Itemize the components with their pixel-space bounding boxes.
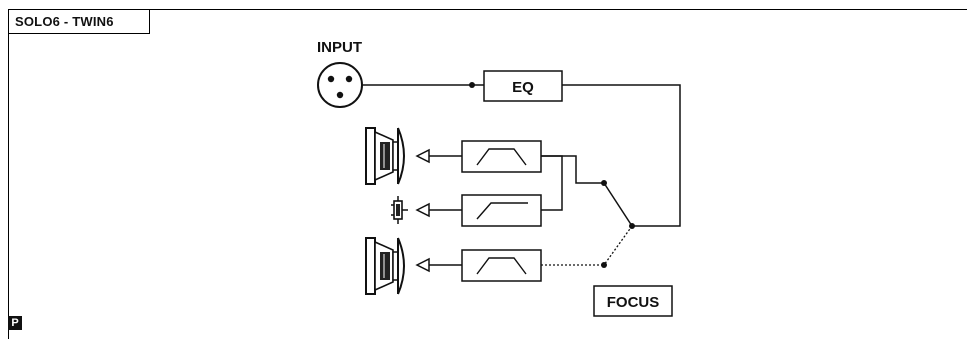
diagram-frame bbox=[8, 9, 967, 339]
switch-blade bbox=[603, 182, 633, 227]
highpass-filter-mid bbox=[461, 194, 542, 227]
filter-feed-mid bbox=[541, 155, 563, 211]
signal-flow-diagram: INPUT EQ bbox=[317, 39, 681, 317]
woofer-driver-top-icon bbox=[365, 127, 405, 185]
eq-output-wire bbox=[562, 84, 681, 227]
filter-feed-top bbox=[541, 155, 604, 184]
page-badge: P bbox=[8, 316, 22, 330]
focus-switch-label-box: FOCUS bbox=[593, 285, 673, 317]
eq-block: EQ bbox=[483, 70, 563, 102]
input-junction-dot bbox=[469, 82, 475, 88]
eq-label: EQ bbox=[512, 79, 534, 96]
input-label: INPUT bbox=[317, 39, 362, 56]
focus-label: FOCUS bbox=[607, 294, 660, 311]
tweeter-driver-icon bbox=[391, 196, 408, 224]
switch-contact-lower-dot bbox=[601, 262, 607, 268]
arrow-to-woofer-bottom bbox=[415, 257, 462, 273]
bandpass-filter-top bbox=[461, 140, 542, 173]
bandpass-filter-bottom bbox=[461, 249, 542, 282]
woofer-driver-bottom-icon bbox=[365, 237, 405, 295]
arrow-to-tweeter bbox=[415, 202, 462, 218]
arrow-to-woofer-top bbox=[415, 148, 462, 164]
model-title: SOLO6 - TWIN6 bbox=[8, 9, 150, 34]
focus-switch-alt-path bbox=[603, 225, 633, 266]
xlr-input-connector bbox=[317, 62, 363, 108]
